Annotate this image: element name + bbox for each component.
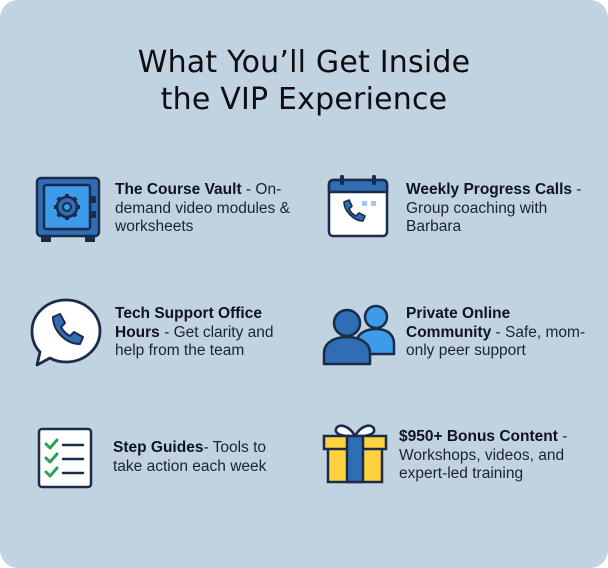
item-community: Private Online Community - Safe, mom-onl… (406, 305, 586, 361)
item-description: - Workshops, videos, and expert-led trai… (399, 428, 568, 482)
item-weekly-calls: Weekly Progress Calls - Group coaching w… (406, 181, 586, 237)
item-description: - Safe, mom-only peer support (406, 323, 586, 360)
gift-icon (322, 420, 388, 486)
item-description: - Group coaching with Barbara (406, 181, 582, 235)
item-description: - Tools to take action each week (113, 439, 267, 475)
item-bonus-content: $950+ Bonus Content - Workshops, videos,… (399, 428, 579, 484)
item-title: Tech Support Office Hours (115, 305, 262, 341)
item-title: The Course Vault (115, 181, 242, 198)
safe-icon (35, 176, 101, 244)
item-title: $950+ Bonus Content (399, 428, 558, 445)
item-description: - On-demand video modules & worksheets (115, 181, 290, 235)
title-line-1: What You’ll Get Inside (137, 45, 471, 80)
checklist-icon (37, 427, 93, 491)
page-title: What You’ll Get Inside the VIP Experienc… (0, 44, 608, 118)
item-title: Weekly Progress Calls (406, 181, 572, 198)
title-line-2: the VIP Experience (160, 82, 448, 117)
users-icon (322, 302, 396, 366)
calendar-phone-icon (327, 174, 391, 238)
item-course-vault: The Course Vault - On-demand video modul… (115, 181, 295, 237)
item-title: Step Guides (113, 439, 204, 456)
item-step-guides: Step Guides- Tools to take action each w… (113, 439, 293, 476)
item-tech-support: Tech Support Office Hours - Get clarity … (115, 305, 295, 361)
item-title: Private Online Community (406, 305, 511, 341)
item-description: - Get clarity and help from the team (115, 323, 274, 360)
phone-chat-bubble-icon (29, 297, 103, 369)
